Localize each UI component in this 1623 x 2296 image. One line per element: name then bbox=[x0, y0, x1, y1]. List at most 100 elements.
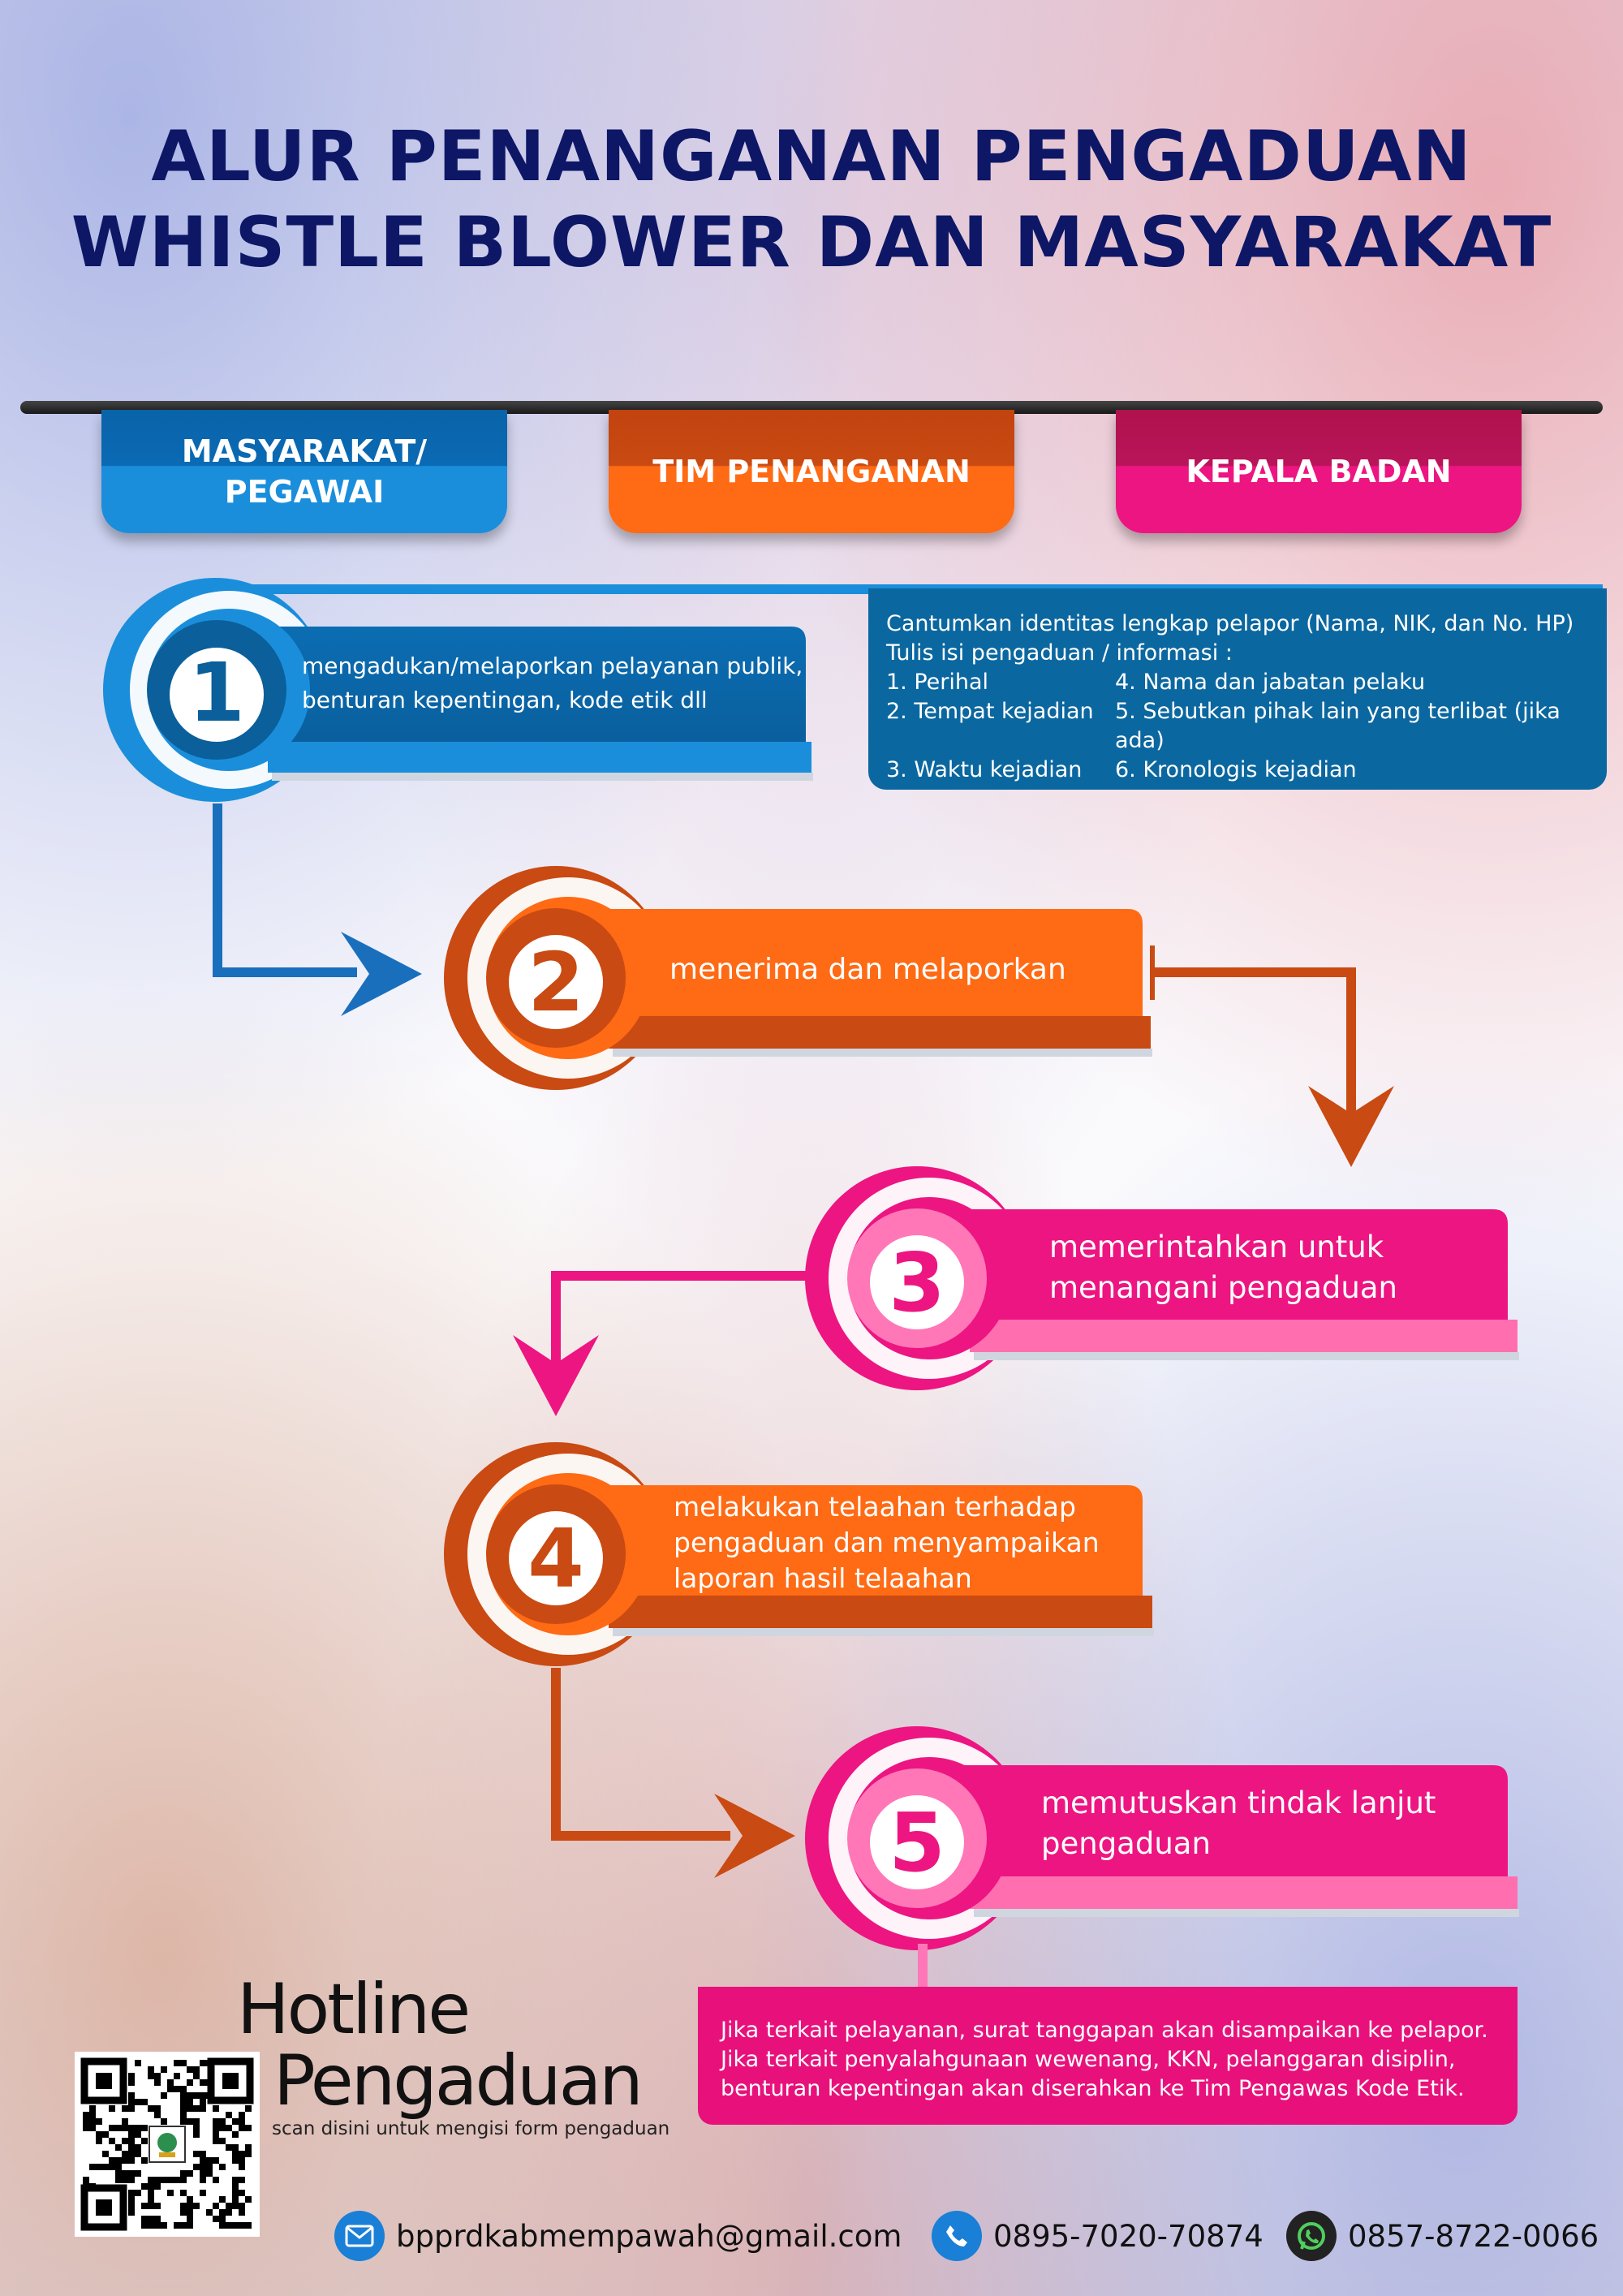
qr-module bbox=[141, 2138, 148, 2144]
step-3-shape bbox=[805, 1166, 1519, 1390]
qr-code[interactable] bbox=[75, 2052, 260, 2237]
qr-module bbox=[219, 2222, 226, 2229]
qr-module bbox=[115, 2144, 122, 2151]
arrow-head-1-2 bbox=[341, 932, 422, 1016]
qr-module bbox=[219, 2138, 226, 2144]
qr-module bbox=[180, 2118, 187, 2125]
qr-module bbox=[167, 2086, 174, 2092]
qr-module bbox=[122, 2105, 128, 2112]
qr-module bbox=[122, 2157, 128, 2164]
qr-module bbox=[141, 2125, 148, 2131]
qr-module bbox=[232, 2222, 239, 2229]
step-3-text: memerintahkan untuk menangani pengaduan bbox=[1049, 1230, 1397, 1305]
qr-module bbox=[200, 2170, 206, 2177]
qr-module bbox=[200, 2060, 206, 2066]
qr-module bbox=[148, 2105, 154, 2112]
info-item: 2. Tempat kejadian bbox=[886, 699, 1094, 724]
qr-module bbox=[102, 2164, 109, 2170]
qr-module bbox=[213, 2138, 219, 2144]
qr-module bbox=[154, 2079, 161, 2086]
qr-module bbox=[226, 2222, 232, 2229]
qr-module bbox=[226, 2203, 232, 2209]
qr-modules bbox=[83, 2060, 252, 2229]
qr-module bbox=[193, 2073, 200, 2079]
qr-module bbox=[200, 2157, 206, 2164]
qr-module bbox=[96, 2131, 102, 2138]
qr-module bbox=[167, 2177, 174, 2183]
step-1-number: 1 bbox=[188, 645, 245, 740]
qr-module bbox=[193, 2092, 200, 2099]
qr-module bbox=[219, 2118, 226, 2125]
qr-module bbox=[128, 2209, 135, 2216]
qr-module bbox=[226, 2209, 232, 2216]
complaint-requirements-box: Cantumkan identitas lengkap pelapor (Nam… bbox=[868, 588, 1607, 790]
qr-module bbox=[83, 2112, 89, 2118]
step-4-text: melakukan telaahan terhadap pengaduan da… bbox=[674, 1491, 1100, 1594]
qr-module bbox=[180, 2092, 187, 2099]
qr-module bbox=[141, 2157, 148, 2164]
qr-module bbox=[174, 2222, 180, 2229]
contact-whatsapp[interactable]: 0857-8722-0066 bbox=[1286, 2208, 1599, 2264]
qr-module bbox=[161, 2177, 167, 2183]
qr-module bbox=[200, 2190, 206, 2196]
qr-module bbox=[154, 2177, 161, 2183]
qr-module bbox=[180, 2086, 187, 2092]
hotline-subtitle: scan disini untuk mengisi form pengaduan bbox=[272, 2118, 670, 2139]
qr-module bbox=[187, 2079, 193, 2086]
qr-module bbox=[187, 2216, 193, 2222]
qr-module bbox=[174, 2060, 180, 2066]
qr-module bbox=[180, 2060, 187, 2066]
column-header-label: KEPALA BADAN bbox=[1186, 454, 1452, 489]
qr-module bbox=[135, 2190, 141, 2196]
hotline-logo: Hotline Pengaduan bbox=[237, 1974, 644, 2117]
qr-module bbox=[193, 2131, 200, 2138]
step-5-number: 5 bbox=[889, 1795, 945, 1890]
step-5-shape bbox=[805, 1726, 1519, 1950]
qr-module bbox=[232, 2203, 239, 2209]
qr-module bbox=[219, 2216, 226, 2222]
qr-module bbox=[96, 2164, 102, 2170]
qr-module bbox=[245, 2222, 252, 2229]
qr-module bbox=[122, 2177, 128, 2183]
qr-module bbox=[200, 2099, 206, 2105]
column-header-masyarakat: MASYARAKAT/PEGAWAI bbox=[101, 410, 507, 533]
info-line-1: Cantumkan identitas lengkap pelapor (Nam… bbox=[886, 611, 1574, 636]
qr-module bbox=[128, 2144, 135, 2151]
qr-module bbox=[232, 2177, 239, 2183]
qr-module bbox=[148, 2196, 154, 2203]
qr-module bbox=[213, 2203, 219, 2209]
qr-module bbox=[180, 2190, 187, 2196]
qr-module bbox=[180, 2203, 187, 2209]
info-item-list: 1. Perihal 4. Nama dan jabatan pelaku 2.… bbox=[886, 668, 1607, 785]
qr-module bbox=[232, 2157, 239, 2164]
qr-module bbox=[193, 2203, 200, 2209]
qr-module bbox=[154, 2216, 161, 2222]
qr-module bbox=[200, 2164, 206, 2170]
qr-module bbox=[174, 2177, 180, 2183]
qr-module bbox=[141, 2203, 148, 2209]
qr-module bbox=[135, 2151, 141, 2157]
qr-module bbox=[239, 2164, 245, 2170]
qr-module bbox=[187, 2099, 193, 2105]
qr-module bbox=[213, 2216, 219, 2222]
qr-module bbox=[187, 2092, 193, 2099]
qr-module bbox=[83, 2125, 89, 2131]
contact-email[interactable]: bpprdkabmempawah@gmail.com bbox=[334, 2208, 902, 2264]
qr-module bbox=[200, 2177, 206, 2183]
connector-4-5 bbox=[551, 1668, 730, 1841]
contact-whatsapp-text: 0857-8722-0066 bbox=[1348, 2218, 1599, 2254]
qr-module bbox=[213, 2157, 219, 2164]
qr-module bbox=[239, 2125, 245, 2131]
qr-module bbox=[193, 2066, 200, 2073]
qr-module bbox=[232, 2118, 239, 2125]
qr-module bbox=[245, 2196, 252, 2203]
qr-module bbox=[239, 2209, 245, 2216]
contact-phone[interactable]: 0895-7020-70874 bbox=[932, 2208, 1264, 2264]
contact-phone-text: 0895-7020-70874 bbox=[993, 2218, 1264, 2254]
qr-module bbox=[109, 2125, 115, 2131]
qr-module bbox=[245, 2125, 252, 2131]
qr-module bbox=[148, 2203, 154, 2209]
qr-module bbox=[167, 2190, 174, 2196]
qr-module bbox=[193, 2151, 200, 2157]
